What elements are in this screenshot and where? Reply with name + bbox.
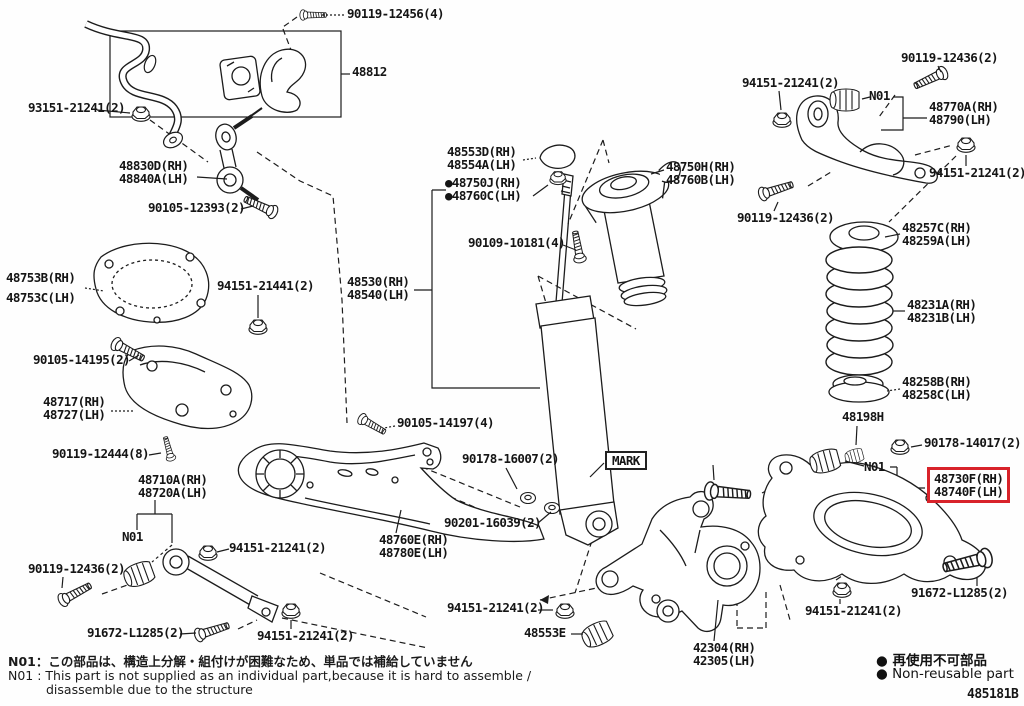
part-label-90119-12456-4: 90119-12456(4) xyxy=(347,6,445,21)
nut-icon xyxy=(890,439,910,455)
lateral-rod xyxy=(162,548,279,623)
part-label-94151-21241-2-g: 94151-21241(2) xyxy=(805,603,903,618)
part-label-48830d-48840a: 48830D(RH) 48840A(LH) xyxy=(119,158,189,186)
part-label-90119-12436-2-b: 90119-12436(2) xyxy=(901,50,999,65)
bolt-icon xyxy=(192,618,232,644)
bolt-icon xyxy=(756,177,796,203)
nut-icon xyxy=(549,171,567,186)
part-label-91672-l1285-2-a: 91672-L1285(2) xyxy=(87,625,185,640)
part-label-n01-right: N01 xyxy=(864,459,885,474)
part-label-90201-16039-2: 90201-16039(2) xyxy=(444,515,542,530)
knuckle xyxy=(595,490,761,632)
stabilizer-bushing-clamp xyxy=(219,48,307,113)
suspension-support xyxy=(581,161,681,224)
bolt-icon xyxy=(241,191,281,221)
suspension-member-cover xyxy=(93,242,210,324)
bushing-icon xyxy=(578,617,615,652)
note-n01-english-line2: disassemble due to the structure xyxy=(46,682,253,697)
bracket-lines xyxy=(109,30,927,543)
stabilizer-link xyxy=(215,107,263,202)
nut-icon xyxy=(248,319,268,335)
part-label-48717-48727: 48717(RH) 48727(LH) xyxy=(43,394,106,422)
part-label-90105-14197-4: 90105-14197(4) xyxy=(397,415,495,430)
part-label-91672-l1285-2-b: 91672-L1285(2) xyxy=(911,585,1009,600)
coil-spring xyxy=(825,246,894,376)
spring-lower-insulator xyxy=(828,374,890,403)
lower-control-arm xyxy=(757,454,987,584)
bolt-icon xyxy=(355,411,389,438)
part-label-48198h: 48198H xyxy=(842,409,884,424)
shock-cap xyxy=(539,144,576,169)
part-label-90119-12436-2-a: 90119-12436(2) xyxy=(28,561,126,576)
bolt-icon xyxy=(55,578,95,609)
note-n01-english-line1: N01 : This part is not supplied as an in… xyxy=(8,668,532,683)
part-label-48812: 48812 xyxy=(352,64,387,79)
part-label-48553e: 48553E xyxy=(524,625,566,640)
nut-icon xyxy=(281,603,301,619)
bar-collar xyxy=(143,54,157,74)
spring-upper-insulator xyxy=(829,221,899,253)
stabilizer-bar xyxy=(84,20,184,149)
legend-non-reusable-jp: ● 再使用不可部品 xyxy=(876,653,987,669)
bolt-icon xyxy=(911,64,951,94)
washer-icon xyxy=(543,501,561,515)
part-label-n01-top: N01 xyxy=(869,88,890,103)
legend-non-reusable-en: ● Non-reusable part xyxy=(876,666,1014,682)
trailing-arm xyxy=(237,442,545,542)
bushing-icon xyxy=(829,88,860,112)
part-label-48750j-48760c: ●48750J(RH) ●48760C(LH) xyxy=(445,175,522,203)
part-label-90105-12393-2: 90105-12393(2) xyxy=(148,200,246,215)
part-label-48258b-48258c: 48258B(RH) 48258C(LH) xyxy=(902,374,972,402)
part-label-48750h-48760b: 48750H(RH) 48760B(LH) xyxy=(666,159,736,187)
nut-icon xyxy=(555,603,575,619)
upper-control-arm xyxy=(796,95,938,184)
part-label-90119-12436-2-c: 90119-12436(2) xyxy=(737,210,835,225)
bolt-icon xyxy=(703,480,753,505)
part-label-90119-12444-8: 90119-12444(8) xyxy=(52,446,150,461)
part-label-94151-21241-2-d: 94151-21241(2) xyxy=(447,600,545,615)
part-label-90109-10181-4: 90109-10181(4) xyxy=(468,235,566,250)
part-label-94151-21241-2-f: 94151-21241(2) xyxy=(929,165,1024,180)
part-label-48753b-48753c: 48753B(RH) 48753C(LH) xyxy=(6,270,76,305)
washer-icon xyxy=(519,491,537,505)
part-label-48257c-48259a: 48257C(RH) 48259A(LH) xyxy=(902,220,972,248)
part-label-90105-14195-2: 90105-14195(2) xyxy=(33,352,131,367)
part-label-48553d-48554a: 48553D(RH) 48554A(LH) xyxy=(447,144,517,172)
nut-icon xyxy=(772,112,792,128)
nut-icon xyxy=(131,106,151,122)
part-label-48231a-48231b: 48231A(RH) 48231B(LH) xyxy=(907,297,977,325)
leader-lines xyxy=(61,14,978,642)
bolt-icon xyxy=(160,435,177,463)
bolt-icon xyxy=(568,229,588,265)
part-label-94151-21241-2-b: 94151-21241(2) xyxy=(229,540,327,555)
part-label-90178-16007-2: 90178-16007(2) xyxy=(462,451,560,466)
nut-icon xyxy=(832,582,852,598)
part-label-93151-21241-2: 93151-21241(2) xyxy=(28,100,126,115)
diagram-code: 485181B xyxy=(967,687,1019,702)
part-label-42304-42305: 42304(RH) 42305(LH) xyxy=(693,640,756,668)
nut-icon xyxy=(198,545,218,561)
note-n01-japanese: N01：この部品は、構造上分解・組付けが困難なため、単品では補給していません xyxy=(8,654,473,669)
part-label-48710a-48720a: 48710A(RH) 48720A(LH) xyxy=(138,472,208,500)
part-label-n01-left: N01 xyxy=(122,529,143,544)
support-bracket xyxy=(122,345,253,430)
part-label-94151-21241-2-c: 94151-21241(2) xyxy=(257,628,355,643)
shock-absorber xyxy=(535,173,619,546)
part-label-48730f-48740f: 48730F(RH) 48740F(LH) xyxy=(927,467,1011,503)
part-label-48770a-48790: 48770A(RH) 48790(LH) xyxy=(929,99,999,127)
part-label-48760e-48780e: 48760E(RH) 48780E(LH) xyxy=(379,532,449,560)
part-label-94151-21241-2-e: 94151-21241(2) xyxy=(742,75,840,90)
part-label-90178-14017-2: 90178-14017(2) xyxy=(924,435,1022,450)
part-label-mark: MARK xyxy=(605,451,647,470)
dash-arrowhead xyxy=(540,595,549,604)
part-label-94151-21441-2: 94151-21441(2) xyxy=(217,278,315,293)
part-label-48530-48540: 48530(RH) 48540(LH) xyxy=(347,274,410,302)
nut-icon xyxy=(956,137,976,153)
